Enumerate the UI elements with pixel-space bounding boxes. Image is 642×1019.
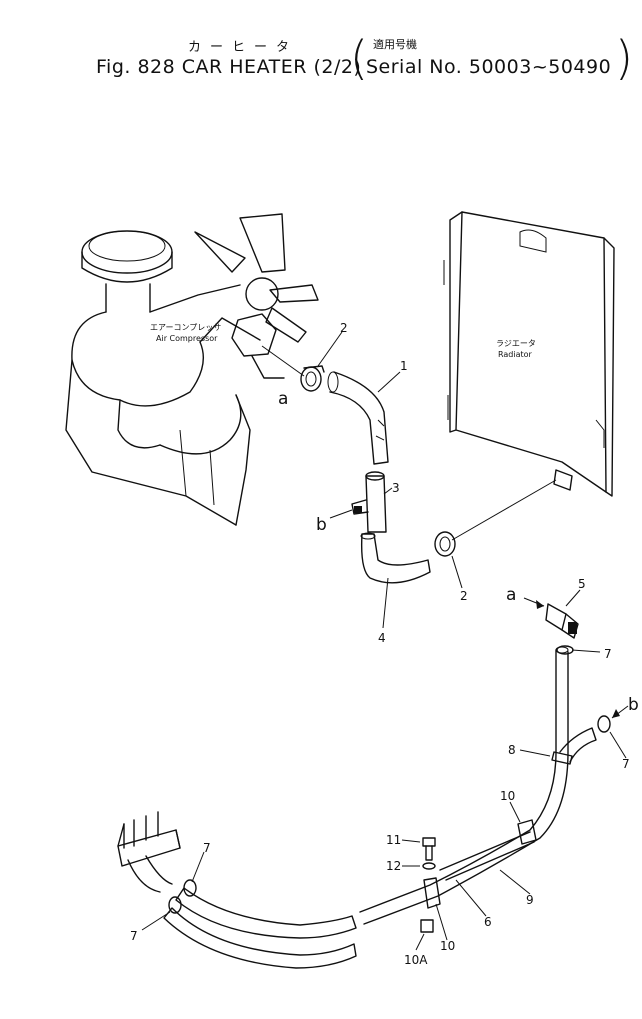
callout-4: 4 <box>378 631 386 645</box>
serial-label-japanese: 適用号機 <box>373 38 417 51</box>
serial-bracket-open: ( <box>350 31 368 85</box>
radiator-label-jp: ラジエータ <box>496 339 536 348</box>
figure-title: Fig. 828 CAR HEATER (2/2) <box>96 56 362 78</box>
part-7-clamp-heater-upper <box>183 879 197 897</box>
part-11-bolt <box>422 837 436 861</box>
callout-5: 5 <box>578 577 586 591</box>
part-10-bracket-upper <box>517 819 537 845</box>
callout-8: 8 <box>508 743 516 757</box>
callout-2-lower: 2 <box>460 589 468 603</box>
connection-mark-a-engine: a <box>278 389 288 409</box>
part-2-clamp-lower <box>434 531 456 557</box>
heater-pipe-assembly <box>163 646 597 969</box>
callout-10-lower: 10 <box>440 939 455 953</box>
part-10-bracket-lower <box>423 877 441 909</box>
callout-10A: 10A <box>404 953 428 967</box>
leader-lines <box>141 331 629 951</box>
callout-2-upper: 2 <box>340 321 348 335</box>
radiator-label: Radiator <box>498 350 533 359</box>
callout-7-heater-upper: 7 <box>203 841 211 855</box>
part-10A-nut <box>420 919 434 933</box>
part-7-clamp-heater-lower <box>168 896 182 914</box>
callout-7-pipe-end: 7 <box>622 757 630 771</box>
part-4-hose <box>360 532 431 584</box>
callout-12: 12 <box>386 859 401 873</box>
part-7-clamp-pipe-end <box>597 715 611 733</box>
callout-7-heater-lower: 7 <box>130 929 138 943</box>
engine-assembly <box>65 213 319 526</box>
callout-3: 3 <box>392 481 400 495</box>
heater-manifold <box>117 811 181 893</box>
callout-10-upper: 10 <box>500 789 515 803</box>
callout-9: 9 <box>526 893 534 907</box>
part-1-hose <box>327 371 389 465</box>
part-12-washer <box>422 862 436 870</box>
radiator-hose-guide <box>451 479 557 541</box>
serial-number-range: Serial No. 50003~50490 <box>366 56 612 78</box>
air-compressor-label-jp: エアーコンプレッサ <box>150 323 221 332</box>
air-compressor-label: Air Compressor <box>156 334 218 343</box>
connection-mark-b-tee: b <box>316 515 327 535</box>
callout-1: 1 <box>400 359 408 373</box>
callout-7-valve: 7 <box>604 647 612 661</box>
serial-bracket-close: ) <box>615 31 633 85</box>
callout-11: 11 <box>386 833 401 847</box>
connection-mark-a-valve: a <box>506 585 516 605</box>
callout-6: 6 <box>484 915 492 929</box>
part-8-bracket <box>551 751 573 765</box>
part-3-tee <box>351 471 387 533</box>
part-5-valve <box>545 603 579 639</box>
radiator <box>443 211 615 497</box>
figure-title-japanese: カーヒータ <box>188 40 299 55</box>
part-2-clamp-upper <box>300 365 325 392</box>
connection-mark-b-pipe: b <box>628 695 639 715</box>
